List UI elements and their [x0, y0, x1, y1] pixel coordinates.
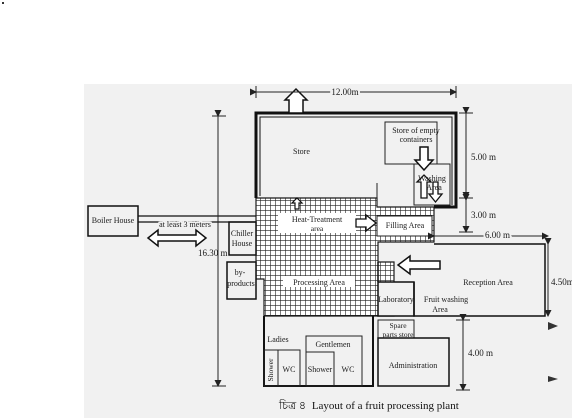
store-wall — [254, 111, 458, 209]
dim-store-height: 5.00 m — [471, 152, 496, 162]
gents-shower-label: Shower — [308, 365, 333, 374]
distance-note-label: at least 3 meters — [159, 220, 211, 229]
administration-label: Administration — [389, 361, 437, 370]
dim-overall-width: 12.00m — [331, 87, 358, 97]
fruit-washing-label-1: Fruit washing — [424, 295, 468, 304]
steam-pipe — [138, 215, 256, 223]
scan-mark-bottom — [548, 376, 558, 382]
washing-label-2: Area — [426, 183, 442, 192]
chiller-label-2: House — [232, 239, 253, 248]
arrow-boiler-distance-icon — [146, 228, 208, 248]
spare-parts-label-1: Spare — [389, 321, 407, 330]
figure-caption: চিত্র ৪ Layout of a fruit processing pla… — [278, 399, 459, 412]
arrow-washing-down-icon — [427, 181, 444, 204]
laboratory-room — [377, 281, 415, 317]
gents-wc-label: WC — [342, 365, 355, 374]
filling-label: Filling Area — [386, 221, 425, 230]
ladies-wc — [277, 349, 301, 387]
laboratory-label: Laboratory — [378, 295, 414, 304]
chiller-label-1: Chiller — [231, 229, 254, 238]
boiler-house — [87, 205, 139, 237]
dim-reception-height: 4.50m — [551, 277, 572, 287]
heat-treatment-label-2: area — [311, 224, 324, 233]
dimension-lines — [212, 86, 552, 391]
reception-label: Reception Area — [463, 278, 513, 287]
arrow-fruit-in-icon — [396, 254, 441, 276]
store-inner-wall — [259, 116, 453, 205]
caption-text: Layout of a fruit processing plant — [312, 400, 459, 412]
boiler-house-label: Boiler House — [92, 216, 135, 225]
arrow-heat-up-icon — [290, 197, 304, 210]
empty-containers-label-2: containers — [400, 135, 433, 144]
administration-room — [377, 337, 450, 387]
corner-mark — [2, 2, 4, 4]
gentlemen-label: Gentlemen — [315, 340, 350, 349]
byproducts-label-1: by- — [235, 268, 246, 277]
dim-overall-height: 16.30 m — [198, 248, 228, 258]
processing-label-bg — [283, 276, 355, 287]
arrow-washing-up-icon — [415, 174, 433, 199]
processing-label: Processing Area — [293, 278, 345, 287]
dim-admin-height: 4.00 m — [468, 348, 493, 358]
caption-prefix: চিত্র ৪ — [278, 399, 306, 412]
fruit-washing-label-2: Area — [432, 305, 448, 314]
store-label: Store — [293, 147, 310, 156]
spare-parts-label-2: parts store — [382, 330, 414, 339]
arrow-containers-down-icon — [413, 146, 435, 172]
ladies-shower-label: Shower — [266, 358, 275, 381]
filling-room — [376, 215, 433, 237]
washing-label-1: Washing — [418, 174, 446, 183]
empty-containers-label-1: Store of empty — [392, 126, 440, 135]
dim-filling-height: 3.00 m — [471, 210, 496, 220]
heat-treatment-label-bg — [278, 213, 356, 233]
arrow-to-filling-icon — [355, 213, 378, 233]
byproducts-room — [226, 261, 257, 300]
ladies-wc-label: WC — [283, 365, 296, 374]
scan-mark-right — [548, 322, 558, 330]
ladies-label: Ladies — [267, 335, 288, 344]
dim-reception-offset: 6.00 m — [485, 230, 510, 240]
heat-treatment-label-1: Heat-Treatment — [292, 215, 343, 224]
byproducts-label-2: products — [227, 279, 255, 288]
